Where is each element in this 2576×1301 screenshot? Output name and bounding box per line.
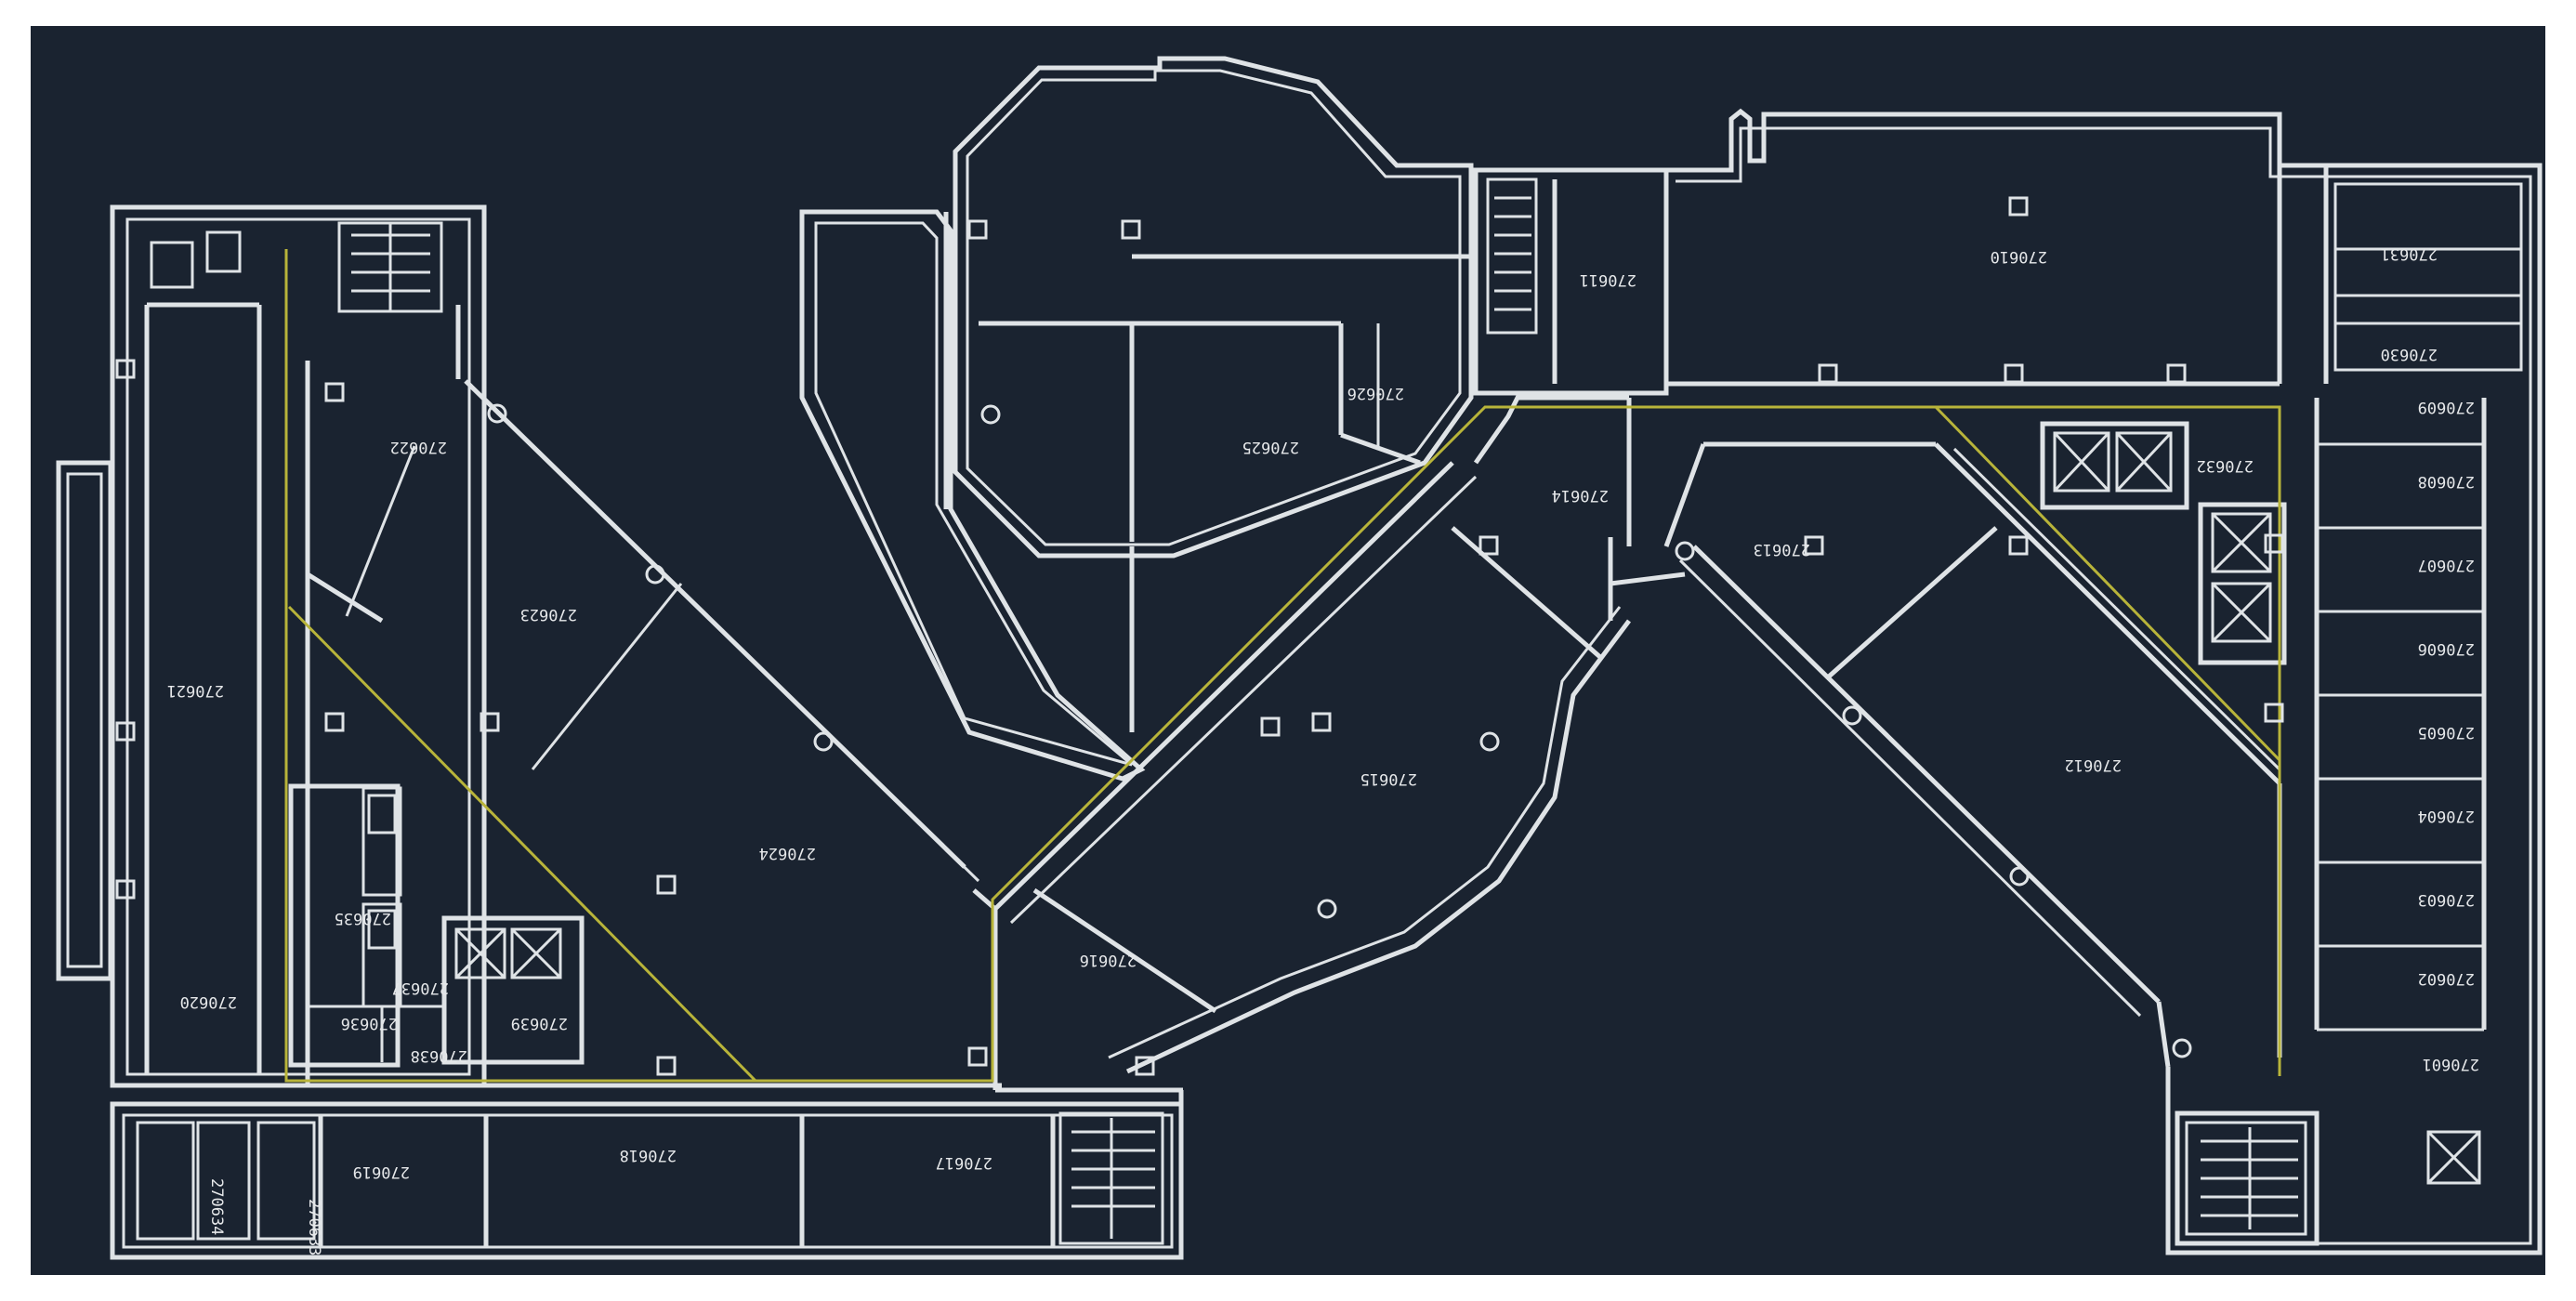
room-label-270625: 270625 [1242, 438, 1299, 456]
room-label-270635: 270635 [335, 909, 391, 927]
room-label-270630: 270630 [2381, 345, 2438, 363]
room-labels: 270610 270611 270612 270613 270614 27061… [167, 244, 2479, 1255]
room-label-270639: 270639 [511, 1014, 568, 1032]
room-label-270615: 270615 [1360, 769, 1417, 788]
bottom-left-strip-walls [110, 1101, 1184, 1260]
room-label-270626: 270626 [1347, 384, 1404, 402]
room-label-270636: 270636 [341, 1014, 398, 1032]
center-top-walls [799, 56, 1474, 782]
room-label-270618: 270618 [620, 1146, 677, 1164]
room-label-270612: 270612 [2065, 756, 2122, 774]
corridor-centerline [284, 249, 2281, 1083]
room-label-270608: 270608 [2418, 472, 2475, 491]
room-label-270637: 270637 [392, 979, 449, 997]
left-wing-walls [56, 204, 1002, 1088]
room-label-270638: 270638 [411, 1046, 467, 1065]
room-label-270621: 270621 [167, 681, 224, 700]
room-label-270611: 270611 [1580, 270, 1636, 289]
room-label-270604: 270604 [2418, 807, 2475, 825]
room-label-270601: 270601 [2423, 1055, 2479, 1073]
room-label-270610: 270610 [1991, 247, 2047, 266]
right-top-walls [1473, 108, 2543, 1255]
column-markers [115, 196, 2284, 1076]
room-label-270631: 270631 [2381, 244, 2438, 263]
room-label-270620: 270620 [180, 992, 237, 1011]
room-label-270632: 270632 [2197, 456, 2254, 475]
room-label-270603: 270603 [2418, 890, 2475, 909]
room-label-270623: 270623 [520, 605, 577, 624]
room-label-270617: 270617 [936, 1153, 992, 1172]
room-label-270616: 270616 [1080, 951, 1137, 969]
center-middle-walls [972, 395, 1686, 1257]
room-label-270634: 270634 [207, 1178, 226, 1235]
room-label-270602: 270602 [2418, 969, 2475, 988]
room-label-270633: 270633 [305, 1199, 323, 1255]
room-label-270609: 270609 [2418, 398, 2475, 416]
right-wing-walls [1663, 398, 2487, 1246]
room-label-270624: 270624 [759, 844, 816, 862]
room-label-270605: 270605 [2418, 723, 2475, 742]
room-label-270606: 270606 [2418, 639, 2475, 658]
room-label-270614: 270614 [1552, 486, 1609, 505]
room-label-270622: 270622 [390, 438, 447, 456]
room-label-270607: 270607 [2418, 556, 2475, 574]
floor-plan-canvas: 270610 270611 270612 270613 270614 27061… [31, 26, 2545, 1275]
room-label-270613: 270613 [1754, 540, 1810, 559]
floor-plan: 270610 270611 270612 270613 270614 27061… [56, 56, 2543, 1260]
room-label-270619: 270619 [353, 1163, 410, 1181]
